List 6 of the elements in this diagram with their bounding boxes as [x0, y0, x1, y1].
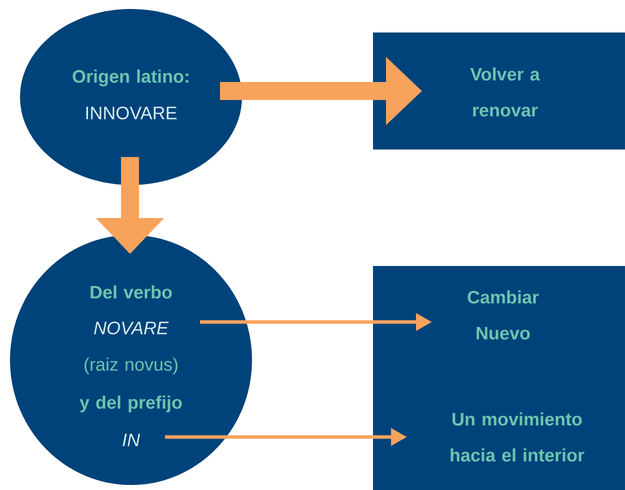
definition-box [373, 266, 625, 490]
circle-bubble: Del verbo NOVARE (raiz novus) y del prefijo IN [10, 235, 252, 485]
definition-text: Un movimiento hacia el interior [450, 412, 584, 462]
ellipse-bubble: Origen latino: INNOVARE [20, 9, 242, 185]
definition-box: Volver a renovar [373, 32, 625, 150]
definition-text: Cambiar Nuevo [468, 290, 539, 340]
